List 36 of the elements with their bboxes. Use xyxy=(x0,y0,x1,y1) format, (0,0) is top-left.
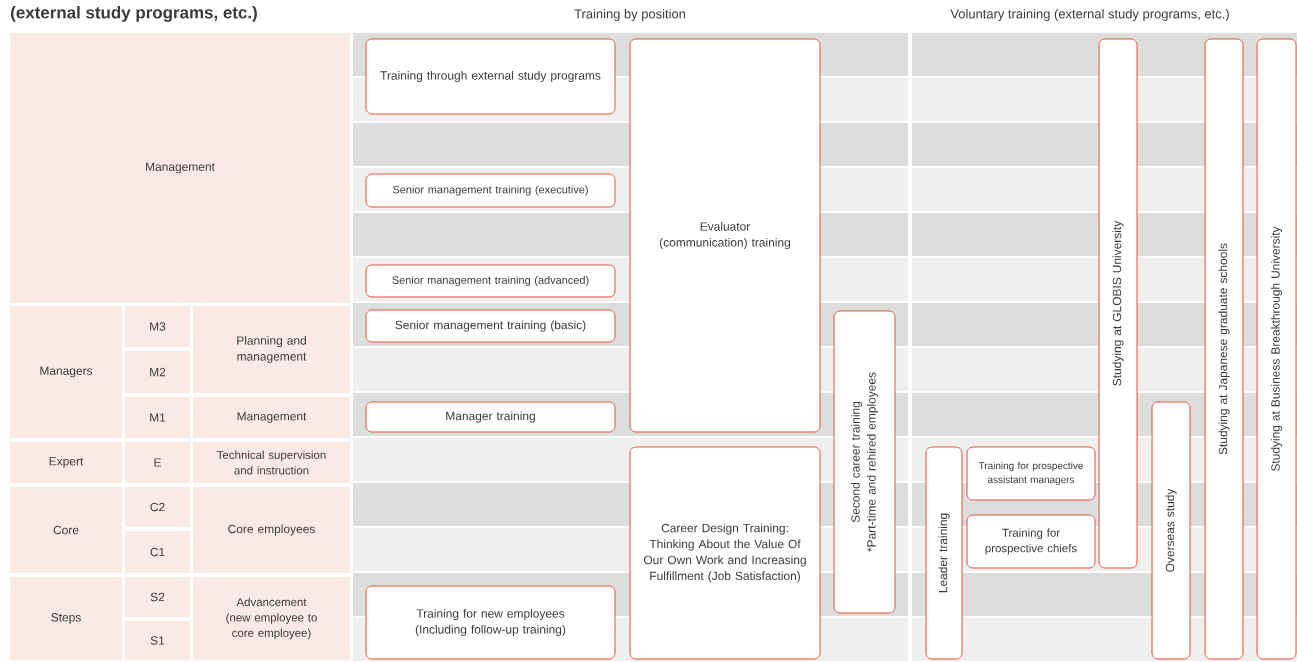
category-cell: M1 xyxy=(125,397,190,438)
category-cell: Core xyxy=(10,487,122,573)
category-cell: C2 xyxy=(125,487,190,527)
training-box: Training for prospective assistant managers xyxy=(966,446,1096,501)
category-cell: S2 xyxy=(125,577,190,617)
category-cell: Advancement (new employee to core employee) xyxy=(193,577,350,660)
category-cell: Planning and management xyxy=(193,306,350,393)
category-cell: M2 xyxy=(125,351,190,393)
training-box: Manager training xyxy=(365,401,616,433)
category-cell: Management xyxy=(193,397,350,438)
training-box: Evaluator (communication) training xyxy=(629,38,821,433)
category-cell: Technical supervision and instruction xyxy=(193,442,350,483)
training-box: Studying at Business Breakthrough University xyxy=(1256,38,1297,660)
category-cell: Management xyxy=(10,33,350,303)
training-box: Training through external study programs xyxy=(365,38,616,115)
category-cell: E xyxy=(125,442,190,483)
category-cell: Expert xyxy=(10,442,122,483)
training-box: Studying at GLOBIS University xyxy=(1098,38,1138,569)
category-cell: S1 xyxy=(125,621,190,660)
category-cell: M3 xyxy=(125,306,190,347)
training-box: Senior management training (basic) xyxy=(365,309,616,343)
training-box: Studying at Japanese graduate schools xyxy=(1204,38,1244,660)
training-box: Career Design Training: Thinking About the Value Of Our Own Work and Increasing Fulfillment (Job Satisfaction) xyxy=(629,446,821,660)
category-cell: Core employees xyxy=(193,487,350,573)
training-box: Training for prospective chiefs xyxy=(966,514,1096,569)
category-cell: C1 xyxy=(125,531,190,573)
training-box: Senior management training (advanced) xyxy=(365,264,616,298)
training-box: Second career training *Part-time and rehired employees xyxy=(833,310,896,614)
heading: Training by position xyxy=(574,8,686,22)
training-box: Overseas study xyxy=(1151,401,1191,660)
heading: Voluntary training (external study programs, etc.) xyxy=(950,8,1229,22)
category-cell: Steps xyxy=(10,577,122,660)
training-box: Leader training xyxy=(925,446,963,660)
training-box: Training for new employees (Including follow-up training) xyxy=(365,585,616,660)
training-box: Senior management training (executive) xyxy=(365,173,616,208)
category-cell: Managers xyxy=(10,306,122,438)
